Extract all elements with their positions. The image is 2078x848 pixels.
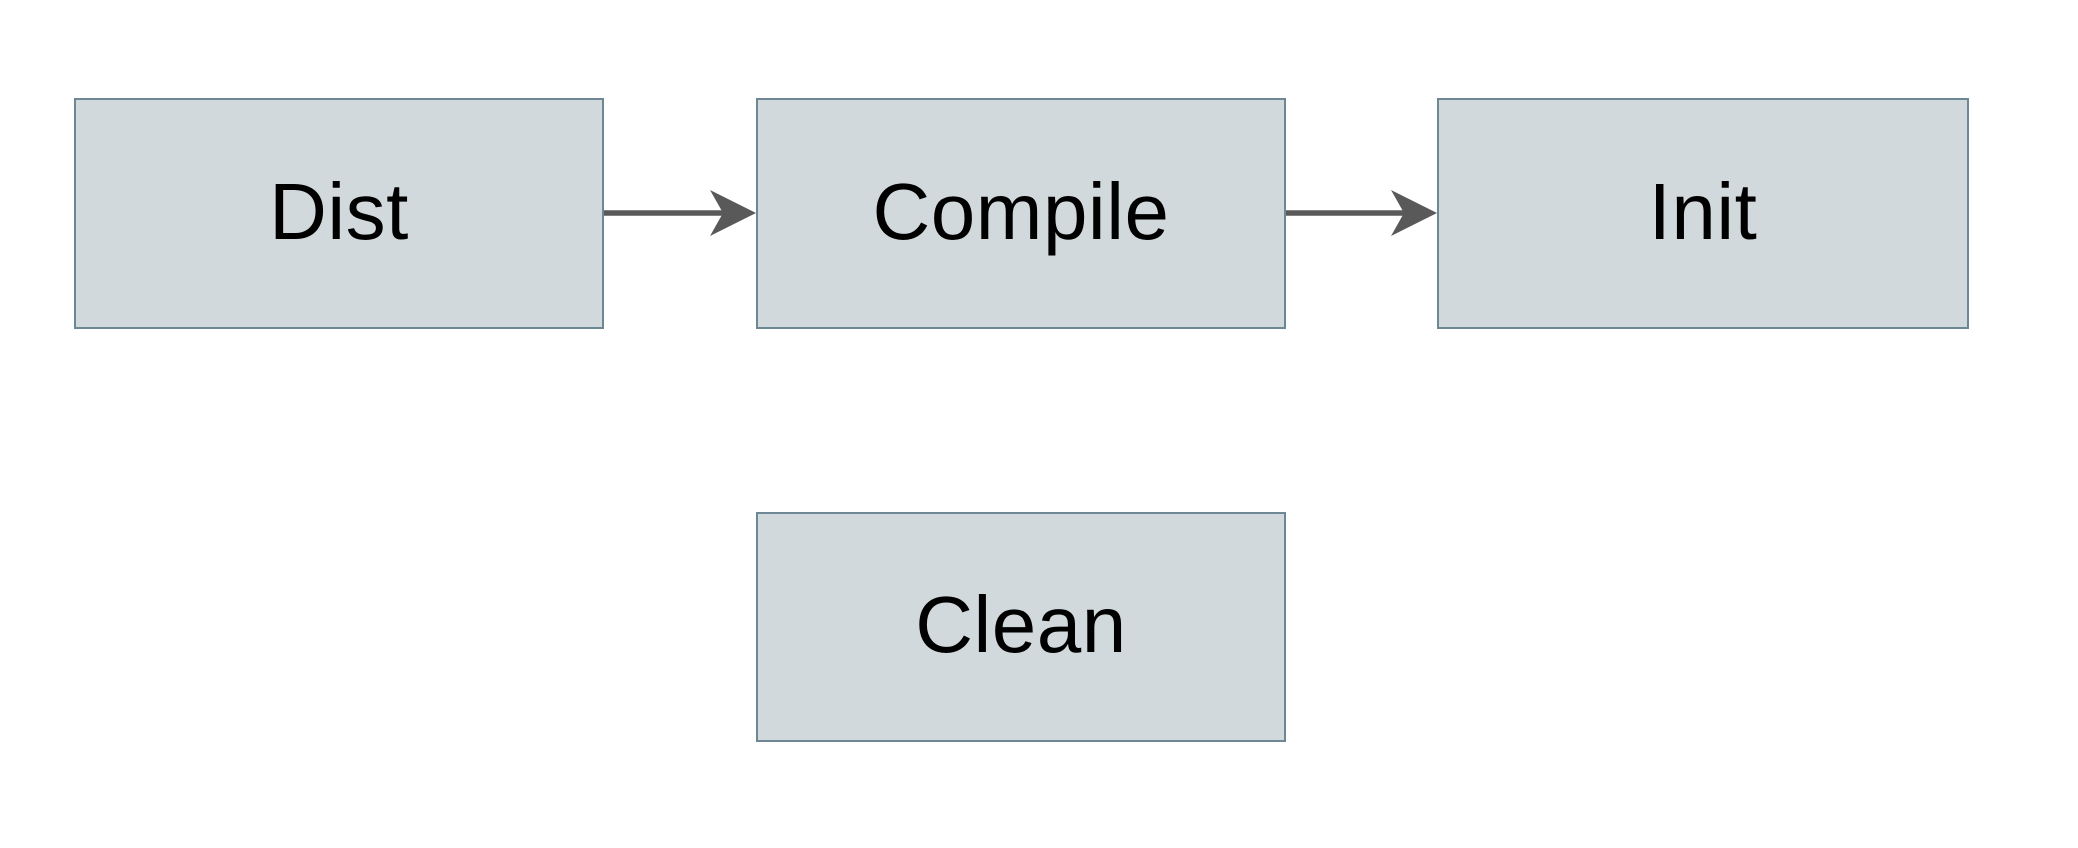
flow-node-clean-label: Clean (915, 580, 1127, 669)
edge-arrow-compile-to-init (1286, 190, 1437, 236)
flow-node-dist-label: Dist (269, 166, 409, 256)
edge-arrow-dist-to-compile (604, 190, 756, 236)
flow-node-dist[interactable]: Dist (74, 98, 604, 329)
flow-node-clean[interactable]: Clean (756, 512, 1286, 742)
flow-node-init[interactable]: Init (1437, 98, 1969, 329)
flow-node-init-label: Init (1648, 166, 1758, 256)
flow-node-compile-label: Compile (872, 166, 1170, 256)
arrowhead-icon (1391, 190, 1437, 236)
flow-node-compile[interactable]: Compile (756, 98, 1286, 329)
arrowhead-icon (710, 190, 756, 236)
